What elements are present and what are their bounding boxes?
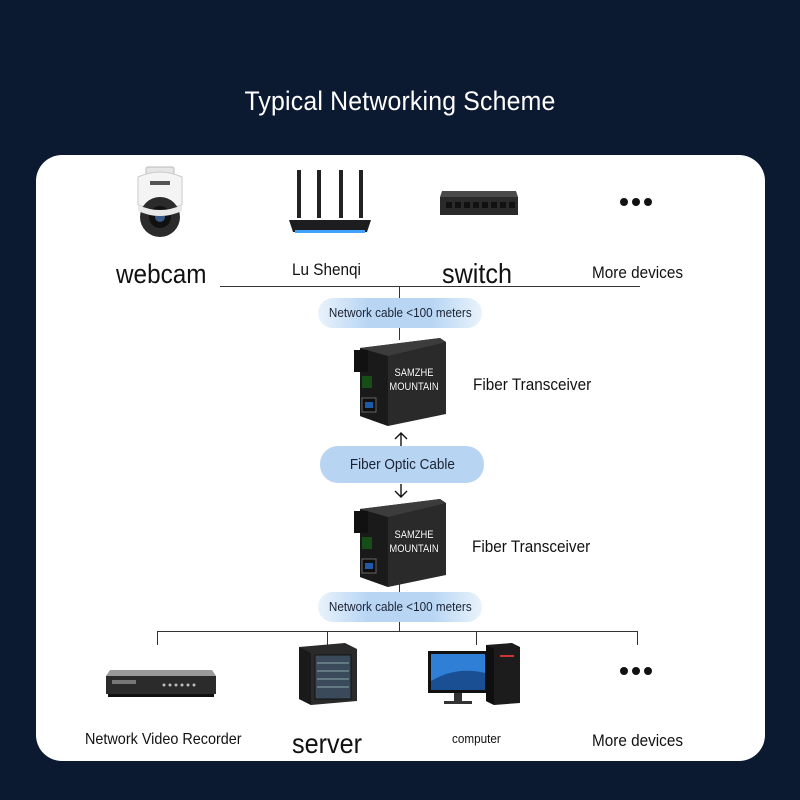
fiber-transceiver-icon xyxy=(354,499,446,587)
bottom-bus-line xyxy=(157,631,638,632)
device-label-webcam: webcam xyxy=(116,259,207,289)
desktop-computer-icon xyxy=(428,643,520,705)
cable-label-bottom: Network cable <100 meters xyxy=(328,599,472,614)
brand-line-2: MOUNTAIN xyxy=(389,543,439,555)
bus-drop-server xyxy=(327,631,328,645)
server-rack-icon xyxy=(299,643,357,705)
arrow-up-icon xyxy=(394,432,408,446)
top-pill-connector xyxy=(399,328,400,340)
wifi-router-icon xyxy=(289,170,371,233)
more-dots-icon xyxy=(620,667,652,675)
page-title: Typical Networking Scheme xyxy=(244,86,556,116)
device-label-computer: computer xyxy=(452,731,501,746)
transceiver-label-bottom: Fiber Transceiver xyxy=(472,537,591,556)
device-label-switch: switch xyxy=(442,258,513,289)
device-label-more-top: More devices xyxy=(592,263,683,282)
bus-drop-computer xyxy=(476,631,477,645)
ptz-camera-icon xyxy=(137,166,183,237)
cable-pill-top: Network cable <100 meters xyxy=(318,298,482,328)
device-label-nvr: Network Video Recorder xyxy=(85,731,242,748)
nvr-icon xyxy=(106,670,216,697)
brand-line-2: MOUNTAIN xyxy=(389,381,439,393)
fiber-cable-label: Fiber Optic Cable xyxy=(349,456,455,473)
bottom-pill-connector xyxy=(399,582,400,594)
bus-drop-more xyxy=(637,631,638,645)
more-dots-icon xyxy=(620,198,652,206)
brand-label-bottom: SAMZHE MOUNTAIN xyxy=(389,528,440,556)
device-label-router: Lu Shenqi xyxy=(292,260,361,279)
bottom-drop-line xyxy=(399,622,400,632)
brand-line-1: SAMZHE xyxy=(394,367,434,379)
fiber-cable-pill: Fiber Optic Cable xyxy=(320,446,484,483)
fiber-transceiver-icon xyxy=(354,338,446,426)
brand-label-top: SAMZHE MOUNTAIN xyxy=(389,366,440,394)
device-label-more-bottom: More devices xyxy=(592,731,683,750)
cable-pill-bottom: Network cable <100 meters xyxy=(318,592,482,622)
device-label-server: server xyxy=(292,728,363,759)
arrow-down-icon xyxy=(394,484,408,498)
top-bus-line xyxy=(220,286,640,287)
transceiver-label-top: Fiber Transceiver xyxy=(473,375,592,394)
brand-line-1: SAMZHE xyxy=(394,529,434,541)
top-drop-line xyxy=(399,286,400,300)
cable-label-top: Network cable <100 meters xyxy=(328,305,472,320)
network-switch-icon xyxy=(440,191,518,215)
bus-drop-nvr xyxy=(157,631,158,645)
